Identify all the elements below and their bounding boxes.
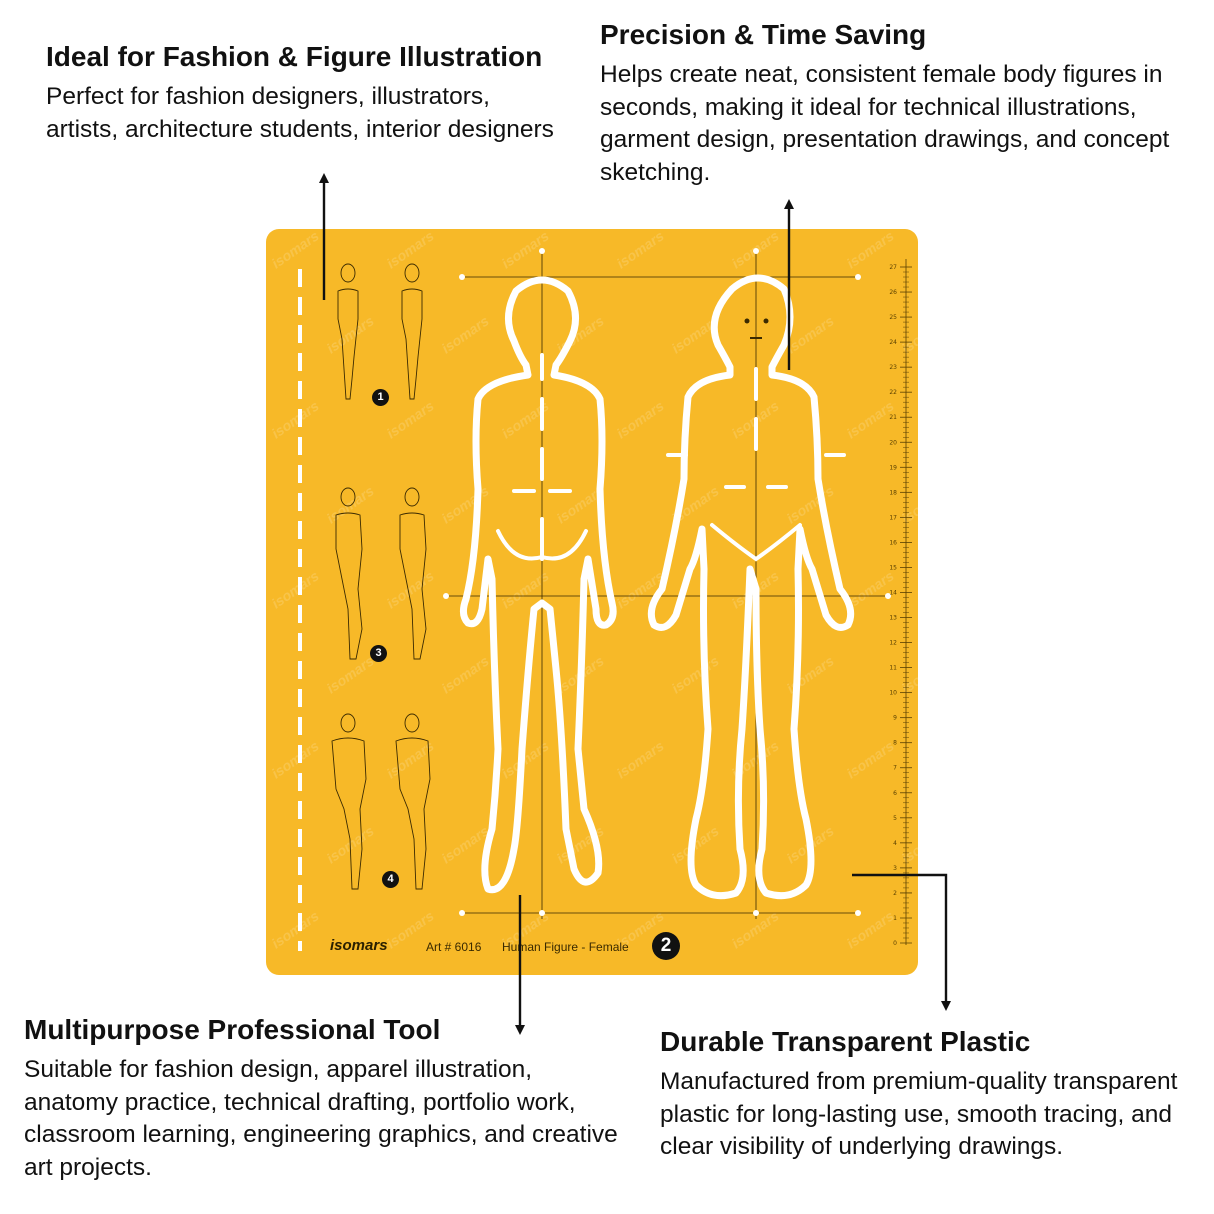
feature-fashion-title: Ideal for Fashion & Figure Illustration	[46, 41, 543, 72]
ruler-label: 13	[889, 615, 897, 622]
feature-multipurpose-text: Suitable for fashion design, apparel ill…	[24, 1055, 618, 1182]
stencil-number-badge: 2	[652, 932, 680, 960]
ruler-label: 16	[889, 539, 897, 546]
pose-sketches	[331, 263, 431, 890]
feature-durable-title: Durable Transparent Plastic	[660, 1026, 1031, 1057]
ruler-label: 6	[893, 790, 897, 797]
ruler-label: 26	[889, 289, 897, 296]
pose-3-sketches	[335, 487, 427, 660]
pose-1-sketches	[337, 263, 423, 400]
feature-precision-text: Helps create neat, consistent female bod…	[600, 60, 1170, 187]
ruler-label: 5	[893, 815, 897, 822]
feature-fashion-text: Perfect for fashion designers, illustrat…	[46, 82, 554, 143]
ruler-label: 21	[889, 414, 897, 421]
feature-multipurpose-title: Multipurpose Professional Tool	[24, 1014, 441, 1045]
ruler-label: 24	[889, 339, 897, 346]
ruler-label: 25	[889, 314, 897, 321]
front-view-segments	[666, 367, 846, 562]
pose-4-sketches	[331, 713, 431, 890]
ruler-label: 12	[889, 640, 897, 647]
arrow-durable	[852, 873, 951, 1011]
feature-durable-text: Manufactured from premium-quality transp…	[660, 1067, 1178, 1161]
back-view-segments	[496, 353, 588, 561]
ruler-label: 19	[889, 464, 897, 471]
ruler-label: 4	[893, 840, 897, 847]
ruler-label: 17	[889, 514, 897, 521]
ruler-label: 8	[893, 740, 897, 747]
figure-back-view	[459, 276, 617, 894]
ruler: 0123456789101112131415161718192021222324…	[889, 259, 912, 947]
stencil-title: Human Figure - Female	[502, 940, 629, 954]
ruler-label: 10	[889, 690, 897, 697]
brand-logo: isomars	[330, 937, 388, 954]
art-number: Art # 6016	[426, 940, 482, 954]
feature-precision-title: Precision & Time Saving	[600, 19, 927, 50]
figure-front-view	[647, 274, 855, 900]
feature-multipurpose: Multipurpose Professional Tool Suitable …	[24, 1014, 624, 1185]
ruler-label: 1	[893, 915, 897, 922]
ruler-label: 3	[893, 865, 897, 872]
ruler-label: 11	[889, 665, 897, 672]
ruler-label: 0	[893, 940, 897, 947]
guide-dots	[443, 248, 891, 916]
ruler-label: 23	[889, 364, 897, 371]
ruler-label: 20	[889, 439, 897, 446]
pose-number-1: 1	[372, 389, 389, 406]
ruler-label: 15	[889, 564, 897, 571]
ruler-label: 18	[889, 489, 897, 496]
ruler-label: 27	[889, 264, 897, 271]
feature-durable: Durable Transparent Plastic Manufactured…	[660, 1026, 1180, 1164]
pose-number-4: 4	[382, 871, 399, 888]
pose-number-3: 3	[370, 645, 387, 662]
feature-fashion: Ideal for Fashion & Figure Illustration …	[46, 41, 566, 146]
ruler-label: 9	[893, 715, 897, 722]
ruler-label: 7	[893, 765, 897, 772]
face-features	[744, 318, 769, 339]
ruler-label: 2	[893, 890, 897, 897]
ruler-label: 14	[889, 589, 897, 596]
feature-precision: Precision & Time Saving Helps create nea…	[600, 19, 1200, 190]
ruler-label: 22	[889, 389, 897, 396]
